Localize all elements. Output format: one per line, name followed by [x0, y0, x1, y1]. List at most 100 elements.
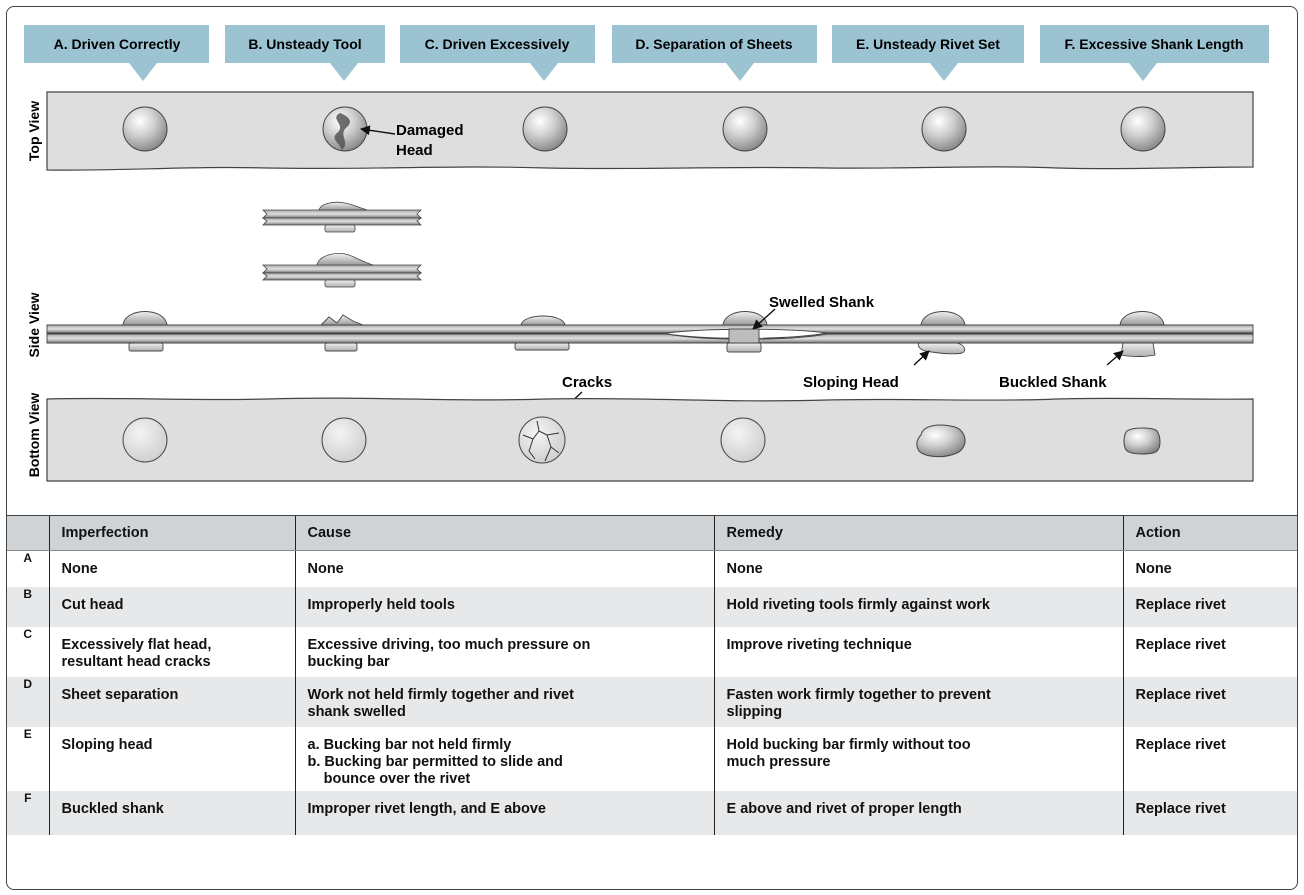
banner-e: E. Unsteady Rivet Set — [832, 25, 1024, 81]
cell-imperfection: Buckled shank — [48, 790, 295, 835]
buckled-shank-callout: Buckled Shank — [999, 374, 1107, 391]
cell-action: Replace rivet — [1122, 586, 1297, 627]
cell-remedy: E above and rivet of proper length — [713, 790, 1123, 835]
cell-line: None — [307, 561, 344, 577]
cell-id: F — [7, 790, 49, 835]
side-view-label: Side View — [26, 292, 42, 357]
side-view-sheets — [46, 324, 1254, 344]
cell-cause: Improper rivet length, and E above — [294, 790, 714, 835]
top-rivet-e — [921, 106, 967, 152]
banner-a: A. Driven Correctly — [24, 25, 209, 81]
cell-action: None — [1122, 550, 1297, 587]
cell-line: Replace rivet — [1135, 736, 1226, 753]
cell-line: None — [726, 561, 763, 577]
cell-line: E above and rivet of proper length — [726, 800, 962, 817]
cell-imperfection: None — [48, 550, 295, 587]
cell-line: Hold bucking bar firmly without too — [726, 736, 971, 753]
cell-id: B — [7, 586, 49, 627]
swelled-shank — [728, 328, 760, 344]
swelled-shank-callout: Swelled Shank — [769, 294, 875, 311]
swelled-shank-arrow — [752, 308, 776, 330]
cell-action: Replace rivet — [1122, 790, 1297, 835]
cell-line: a. Bucking bar not held firmly — [307, 736, 512, 753]
buckled-shank-arrow — [1106, 350, 1124, 366]
cell-line: Hold riveting tools firmly against work — [726, 596, 990, 613]
side-tail-d — [726, 342, 762, 353]
cell-imperfection: Excessively flat head,resultant head cra… — [48, 626, 295, 677]
cell-line: Sloping head — [61, 736, 153, 753]
side-tail-a — [128, 342, 164, 352]
cell-line: bucking bar — [307, 653, 390, 670]
table-row: D Sheet separation Work not held firmly to… — [7, 676, 1297, 727]
banner-d: D. Separation of Sheets — [612, 25, 817, 81]
bottom-rivet-d — [720, 417, 766, 463]
cell-line: Buckled shank — [61, 800, 164, 817]
banner-e-label: E. Unsteady Rivet Set — [856, 36, 1000, 52]
sloping-head-arrow — [913, 350, 930, 366]
cell-id: D — [7, 676, 49, 727]
cell-line: Replace rivet — [1135, 800, 1226, 817]
cracks-callout: Cracks — [562, 374, 612, 391]
b-detail-lower — [261, 253, 423, 288]
bottom-rivet-e — [916, 424, 966, 458]
cell-remedy: None — [713, 550, 1123, 587]
cell-line: None — [61, 561, 98, 577]
top-rivet-c — [522, 106, 568, 152]
side-head-c — [520, 315, 566, 326]
banner-c-label: C. Driven Excessively — [425, 36, 570, 52]
banner-f-label: F. Excessive Shank Length — [1065, 36, 1244, 52]
banner-b-label: B. Unsteady Tool — [248, 36, 361, 52]
header-imperfection: Imperfection — [48, 515, 295, 551]
cell-line: resultant head cracks — [61, 653, 211, 670]
cell-line: Excessively flat head, — [61, 636, 212, 653]
table-row: E Sloping head a. Bucking bar not held fir… — [7, 726, 1297, 791]
cell-action: Replace rivet — [1122, 626, 1297, 677]
top-view-plate — [46, 91, 1254, 171]
table-row: A None None None None — [7, 550, 1297, 587]
cell-line: much pressure — [726, 753, 831, 770]
cell-cause: Improperly held tools — [294, 586, 714, 627]
banner-a-label: A. Driven Correctly — [54, 36, 181, 52]
cell-id: E — [7, 726, 49, 791]
cell-remedy: Improve riveting technique — [713, 626, 1123, 677]
cell-id: A — [7, 550, 49, 587]
banner-f: F. Excessive Shank Length — [1040, 25, 1269, 81]
cell-line: Improperly held tools — [307, 596, 455, 613]
cell-imperfection: Cut head — [48, 586, 295, 627]
cell-line: Cut head — [61, 596, 124, 613]
cell-line: b. Bucking bar permitted to slide and — [307, 753, 563, 770]
banner-d-label: D. Separation of Sheets — [635, 36, 792, 52]
cell-line: bounce over the rivet — [307, 770, 471, 787]
cell-line: None — [1135, 561, 1172, 577]
header-remedy: Remedy — [713, 515, 1123, 551]
table-row: F Buckled shank Improper rivet length, and… — [7, 790, 1297, 835]
header-action: Action — [1122, 515, 1297, 551]
cell-id: C — [7, 626, 49, 677]
side-head-e — [920, 311, 966, 326]
table-header-row: Imperfection Cause Remedy Action — [7, 515, 1297, 551]
damaged-head-callout-1: Damaged — [396, 122, 464, 139]
cell-line: slipping — [726, 703, 783, 720]
top-rivet-d — [722, 106, 768, 152]
cell-line: Work not held firmly together and rivet — [307, 686, 574, 703]
cell-line: Sheet separation — [61, 686, 179, 703]
bottom-rivet-f — [1123, 427, 1161, 455]
sloping-head-callout: Sloping Head — [803, 374, 899, 391]
bottom-rivet-c — [518, 416, 566, 464]
damaged-head-arrow — [360, 125, 396, 136]
cell-line: Excessive driving, too much pressure on — [307, 636, 591, 653]
rivet-defects-diagram: A. Driven Correctly B. Unsteady Tool C. … — [24, 25, 1269, 482]
cell-remedy: Hold riveting tools firmly against work — [713, 586, 1123, 627]
cell-cause: None — [294, 550, 714, 587]
side-tail-f — [1120, 342, 1156, 357]
side-tail-c — [514, 342, 570, 351]
top-view-label: Top View — [26, 101, 42, 161]
damaged-head-callout-2: Head — [396, 142, 433, 159]
cell-imperfection: Sloping head — [48, 726, 295, 791]
side-head-f — [1119, 311, 1165, 326]
